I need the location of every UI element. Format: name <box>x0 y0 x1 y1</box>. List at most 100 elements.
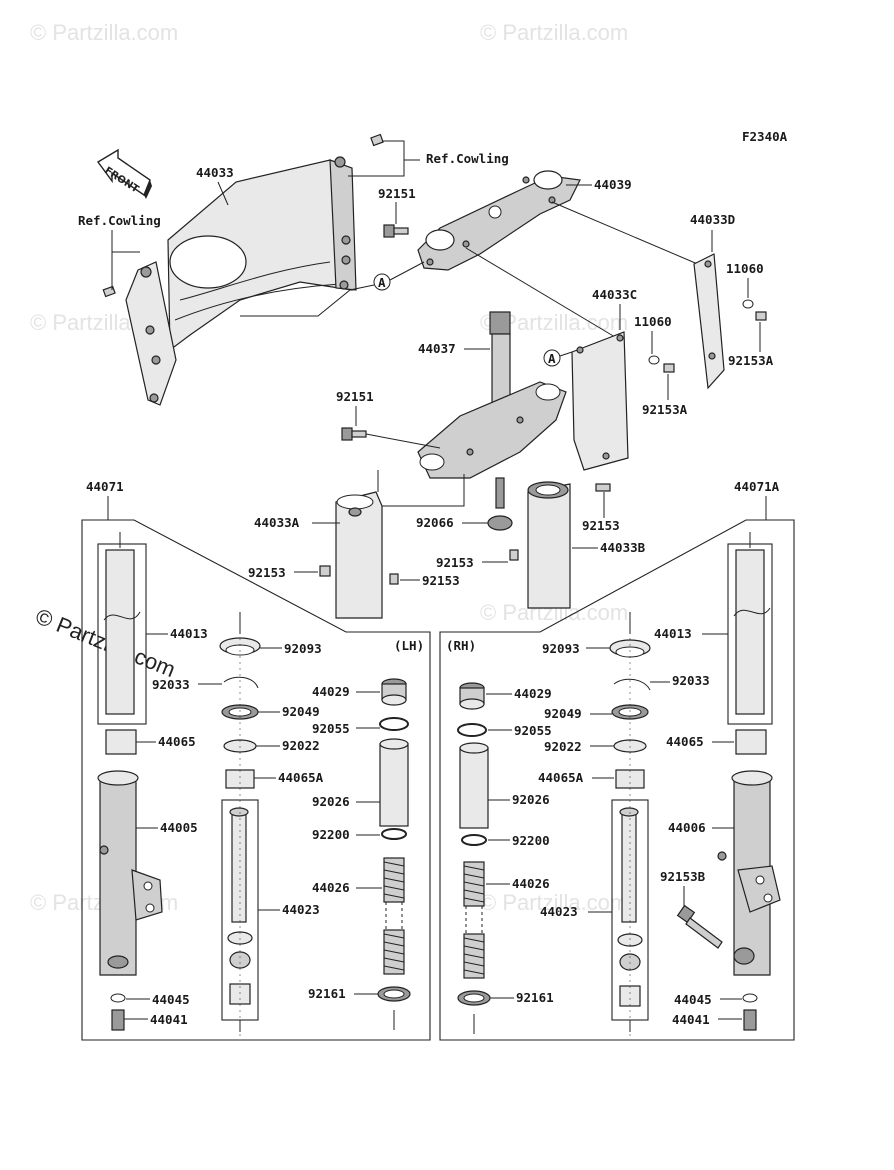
callout-lh-44045: 44045 <box>152 992 190 1007</box>
rh-o-ring-92055 <box>457 723 487 737</box>
callout-44071: 44071 <box>86 479 124 494</box>
callout-44037: 44037 <box>418 341 456 356</box>
callout-rh-92022: 92022 <box>544 739 582 754</box>
rh-washer-44045 <box>742 993 758 1003</box>
rh-bushing-44065A <box>615 769 645 789</box>
rh-outer-tube-44006 <box>717 770 781 976</box>
lower-cover-44033B <box>527 481 571 609</box>
steering-stem-44037 <box>417 311 567 509</box>
lh-spacer-92026 <box>379 743 409 827</box>
callout-rh-92161: 92161 <box>516 990 554 1005</box>
lh-cap-bolt-44029 <box>381 678 407 706</box>
marker-a: A <box>548 351 556 366</box>
watermark: © Partzilla.com <box>480 890 628 915</box>
callout-lh-44065A: 44065A <box>278 770 324 785</box>
bolt-icon <box>595 483 611 492</box>
callout-11060-mid: 11060 <box>634 314 672 329</box>
callout-lh-92049: 92049 <box>282 704 320 719</box>
lh-outer-tube-44005 <box>97 770 163 976</box>
panel-lh-label: (LH) <box>394 638 424 653</box>
callout-44033B: 44033B <box>600 540 646 555</box>
bolt-icon <box>755 311 767 321</box>
watermark: © Partzilla.com <box>30 20 178 45</box>
callout-rh-92200: 92200 <box>512 833 550 848</box>
callout-lh-44023: 44023 <box>282 902 320 917</box>
callout-lh-92033: 92033 <box>152 677 190 692</box>
callout-lh-44041: 44041 <box>150 1012 188 1027</box>
lh-o-ring-92055 <box>379 717 409 731</box>
callout-92066: 92066 <box>416 515 454 530</box>
lh-bushing-44065 <box>105 729 137 755</box>
callout-lh-92200: 92200 <box>312 827 350 842</box>
rh-bolt-44041 <box>743 1009 757 1031</box>
callout-rh-44065: 44065 <box>666 734 704 749</box>
callout-lh-92055: 92055 <box>312 721 350 736</box>
lh-fork-box <box>81 519 431 1041</box>
callout-lh-92093: 92093 <box>284 641 322 656</box>
callout-44033D: 44033D <box>690 212 735 227</box>
callout-rh-44023: 44023 <box>540 904 578 919</box>
bolt-icon <box>509 549 519 561</box>
lower-cover-44033A <box>335 491 383 619</box>
callout-44033C: 44033C <box>592 287 637 302</box>
callout-92151-mid: 92151 <box>336 389 374 404</box>
callout-44033A: 44033A <box>254 515 300 530</box>
callout-rh-44029: 44029 <box>514 686 552 701</box>
washer-icon <box>742 299 754 309</box>
callout-92153-b: 92153 <box>436 555 474 570</box>
callout-92153A-right: 92153A <box>728 353 774 368</box>
lh-bushing-44065A <box>225 769 255 789</box>
callout-rh-44006: 44006 <box>668 820 706 835</box>
rh-clip-92033 <box>613 678 651 691</box>
callout-92153-a: 92153 <box>582 518 620 533</box>
upper-fork-bracket <box>417 170 581 271</box>
callout-lh-92026: 92026 <box>312 794 350 809</box>
bolt-92151-top <box>383 224 409 238</box>
inner-cowling-panel <box>167 156 357 352</box>
rh-bushing-44065 <box>735 729 767 755</box>
callout-rh-92153B: 92153B <box>660 869 706 884</box>
lh-inner-tube-44013 <box>97 532 147 725</box>
callout-92151-top: 92151 <box>378 186 416 201</box>
rh-fork-box <box>439 519 795 1041</box>
bolt-icon <box>319 565 331 577</box>
marker-a: A <box>378 275 386 290</box>
bolt-icon <box>389 573 399 585</box>
callout-44033: 44033 <box>196 165 234 180</box>
callout-rh-44065A: 44065A <box>538 770 584 785</box>
figure-code: F2340A <box>742 129 788 144</box>
callout-92153-d: 92153 <box>422 573 460 588</box>
bolt-icon <box>663 363 675 373</box>
callout-44071A: 44071A <box>734 479 780 494</box>
callout-lh-44005: 44005 <box>160 820 198 835</box>
callout-lh-44065: 44065 <box>158 734 196 749</box>
callout-rh-44013: 44013 <box>654 626 692 641</box>
rh-spring-44026 <box>463 861 485 979</box>
callout-lh-44013: 44013 <box>170 626 208 641</box>
callout-92153A-mid: 92153A <box>642 402 688 417</box>
callout-rh-92049: 92049 <box>544 706 582 721</box>
right-cover-44033D <box>693 253 725 390</box>
front-arrow-icon: FRONT <box>96 148 152 199</box>
lh-washer-92200 <box>381 828 407 840</box>
rh-axle-bolt-92153B <box>676 904 723 949</box>
ref-cowling-top-label: Ref.Cowling <box>426 151 509 166</box>
watermark: © Partzilla.com <box>480 20 628 45</box>
callout-lh-44026: 44026 <box>312 880 350 895</box>
callout-rh-92093: 92093 <box>542 641 580 656</box>
middle-cover-44033C <box>571 331 629 471</box>
callout-11060-right: 11060 <box>726 261 764 276</box>
left-cowling-bracket <box>125 261 177 406</box>
lh-bolt-44041 <box>111 1009 125 1031</box>
rh-spacer-92026 <box>459 747 489 829</box>
callout-rh-92033: 92033 <box>672 673 710 688</box>
callout-lh-44029: 44029 <box>312 684 350 699</box>
rh-washer-92200 <box>461 834 487 846</box>
callout-rh-92055: 92055 <box>514 723 552 738</box>
callout-44039: 44039 <box>594 177 632 192</box>
callout-lh-92022: 92022 <box>282 738 320 753</box>
callout-rh-44026: 44026 <box>512 876 550 891</box>
callout-rh-92026: 92026 <box>512 792 550 807</box>
